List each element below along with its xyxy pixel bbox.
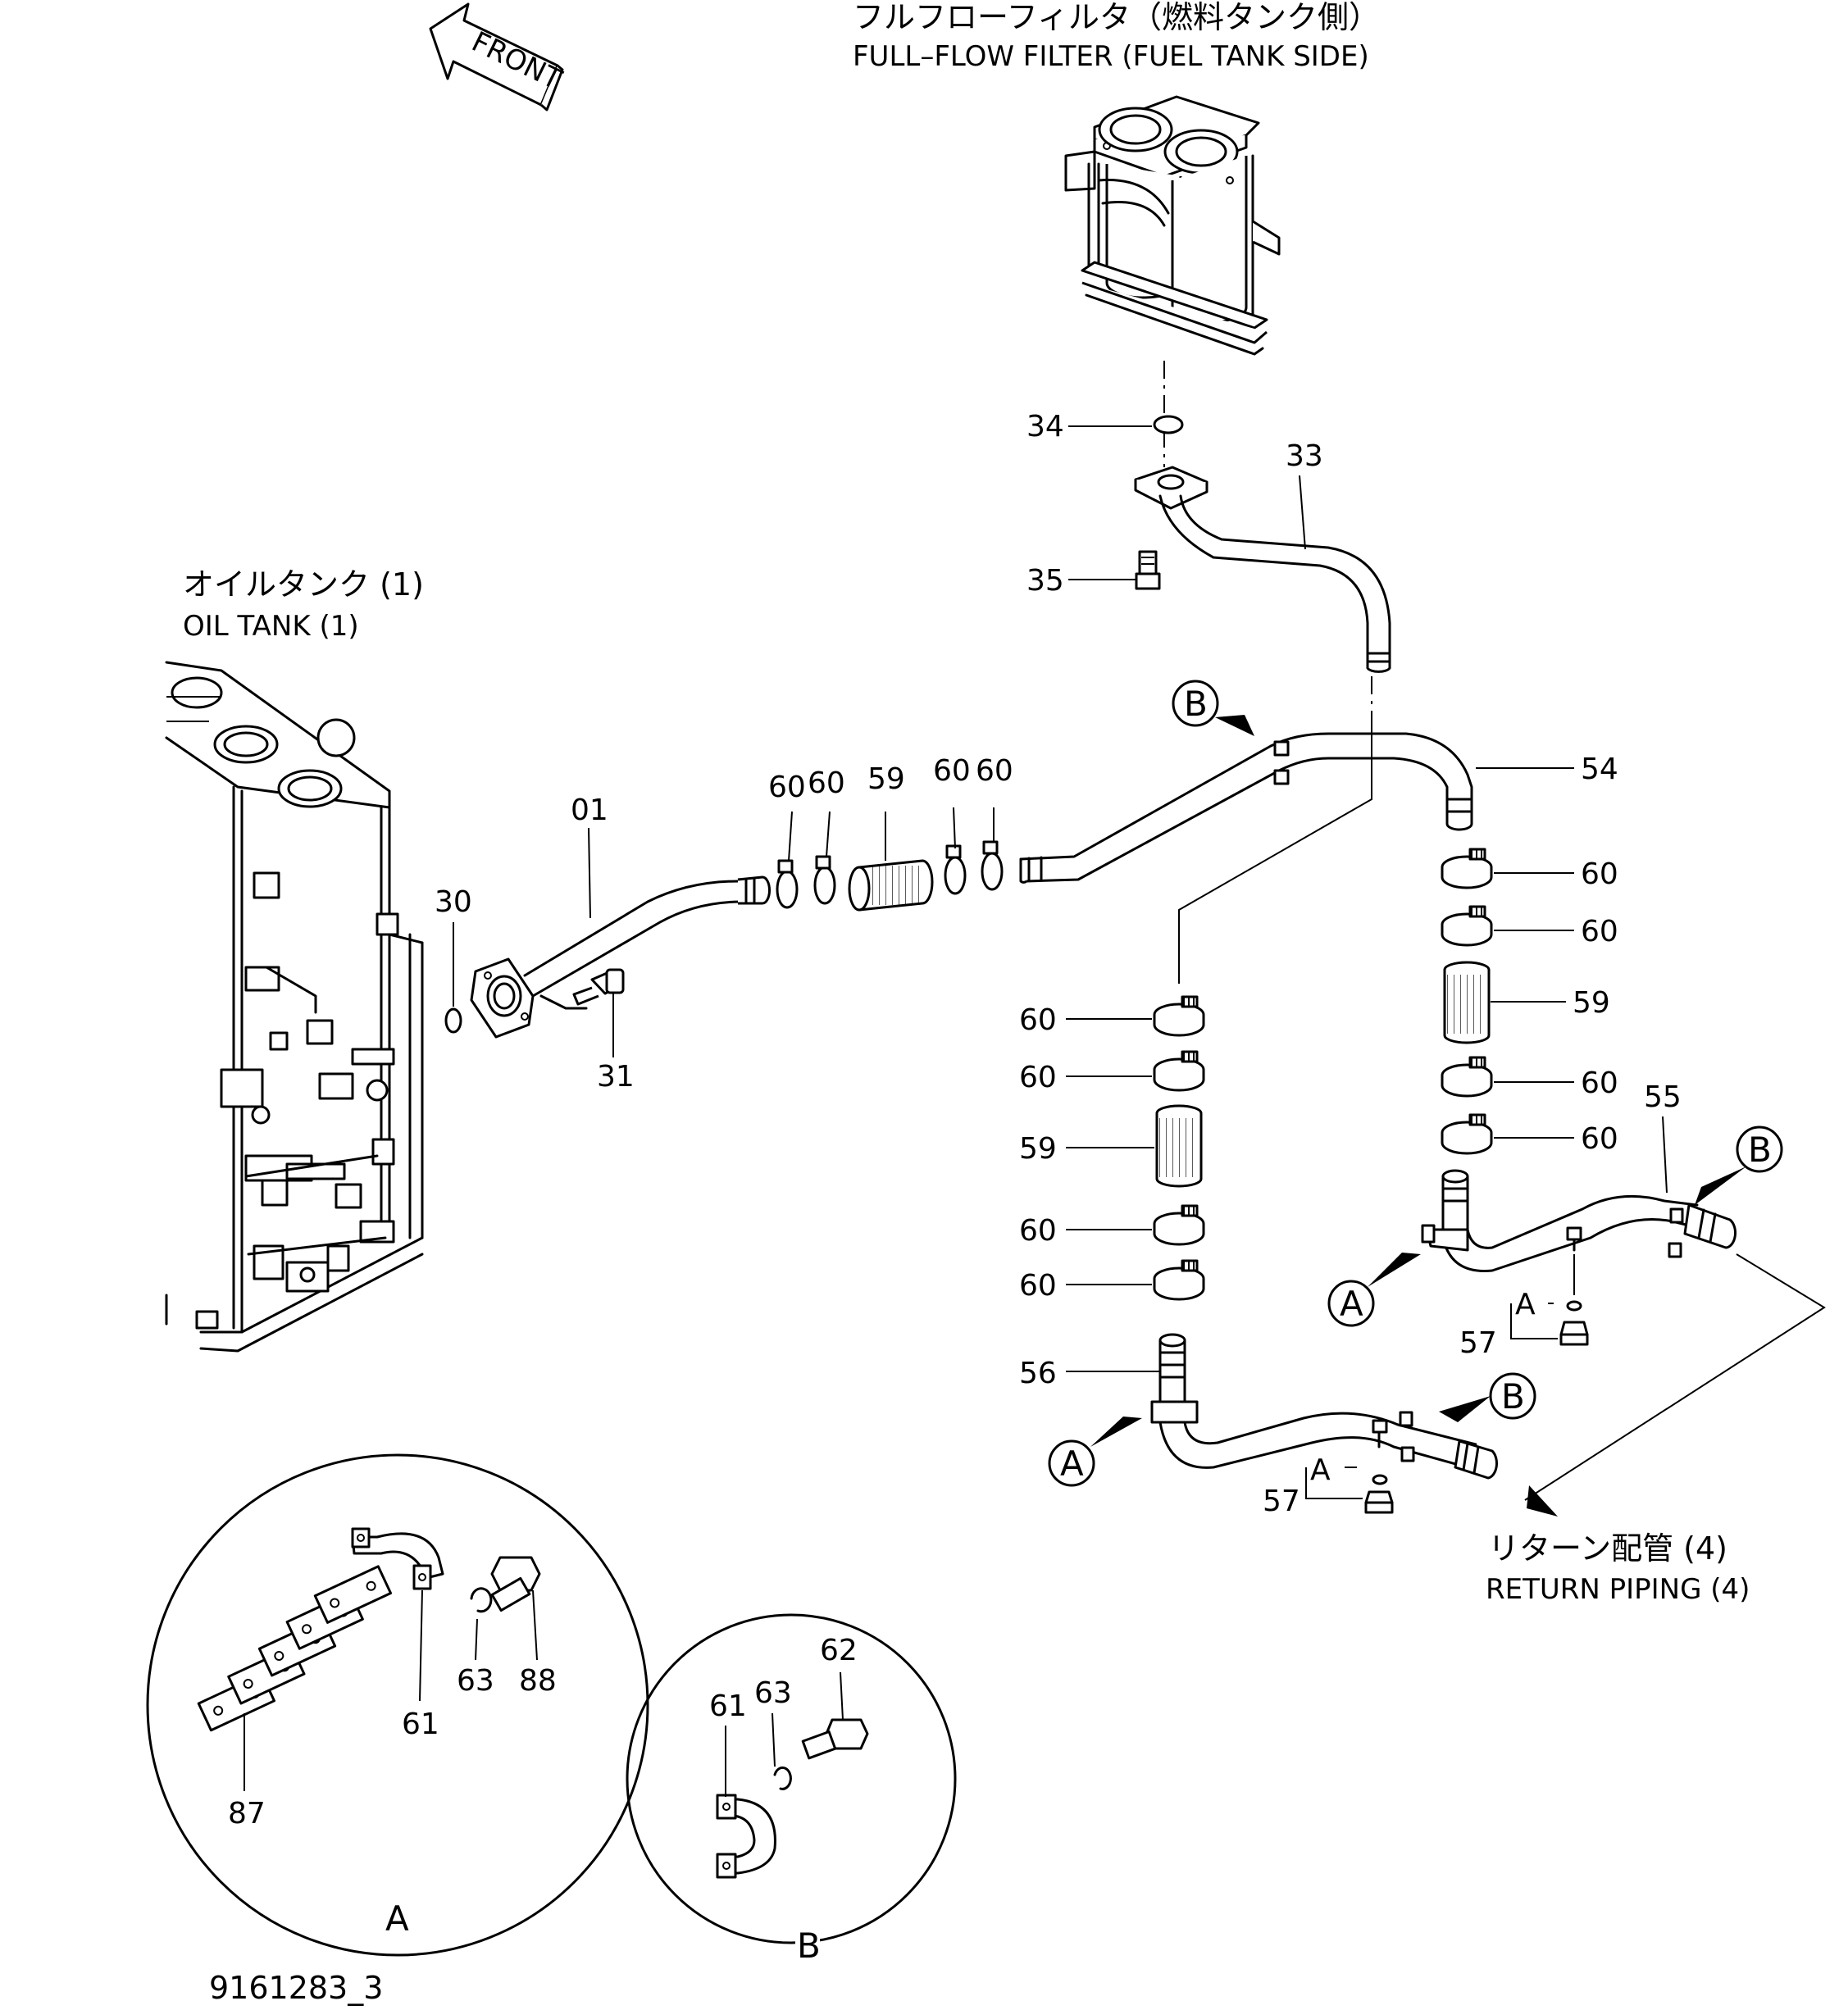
filter-title-en: FULL–FLOW FILTER (FUEL TANK SIDE) (853, 40, 1369, 73)
callout-60-l: 60 (1019, 1269, 1057, 1303)
o-ring-34 (1153, 415, 1184, 434)
detail-b-label: B (797, 1926, 821, 1966)
callout-30: 30 (435, 885, 472, 919)
callout-60-b: 60 (808, 766, 845, 800)
ref-a-bubble-1: A (1327, 1253, 1421, 1327)
detail-a (146, 1453, 649, 1957)
front-arrow: FRONT (429, 2, 567, 111)
callout-54: 54 (1581, 753, 1618, 786)
callout-60-e: 60 (1581, 857, 1618, 891)
callout-60-i: 60 (1019, 1003, 1057, 1037)
callout-34: 34 (1026, 410, 1064, 443)
callout-60-c: 60 (933, 754, 971, 788)
ref-b-bubble-2: B (1695, 1126, 1783, 1205)
callout-60-d: 60 (976, 754, 1013, 788)
pipe-55 (1421, 1169, 1737, 1272)
o-ring-30 (444, 1007, 462, 1034)
callout-61-a: 61 (402, 1708, 439, 1741)
ref-a-label-1: A (1515, 1288, 1536, 1321)
clamp-60-a (776, 859, 799, 909)
clamp-60-d (981, 840, 1004, 891)
ref-b-bubble-3: B (1439, 1372, 1536, 1422)
pipe-01 (470, 875, 772, 1039)
callout-59-c: 59 (1019, 1132, 1057, 1166)
bolt-31 (572, 968, 625, 1006)
callout-60-k: 60 (1019, 1214, 1057, 1248)
callout-60-g: 60 (1581, 1066, 1618, 1100)
callout-60-h: 60 (1581, 1122, 1618, 1156)
ref-a-label-2: A (1310, 1453, 1331, 1487)
clamp-60-c (944, 844, 967, 895)
return-piping-en: RETURN PIPING (4) (1486, 1573, 1750, 1606)
pipe-56 (1150, 1333, 1498, 1480)
callout-61-b: 61 (709, 1689, 747, 1723)
drawing-id: 9161283_3 (209, 1970, 383, 2006)
callout-63-b: 63 (754, 1676, 792, 1710)
oil-tank (165, 661, 424, 1353)
detail-a-label: A (385, 1899, 409, 1939)
svg-text:A: A (1060, 1444, 1084, 1484)
svg-text:A: A (1340, 1284, 1363, 1324)
detail-b (626, 1613, 957, 1962)
callout-59-a: 59 (867, 762, 905, 796)
ref-a-bubble-2: A (1048, 1417, 1142, 1487)
callout-59-b: 59 (1573, 986, 1610, 1020)
callout-60-a: 60 (768, 771, 806, 804)
pipe-54 (1019, 732, 1473, 884)
callout-57-a: 57 (1459, 1326, 1497, 1360)
right-column (1441, 848, 1493, 1155)
callout-31: 31 (597, 1060, 635, 1094)
clamp-60-b (813, 855, 836, 905)
callout-63-a: 63 (457, 1664, 494, 1698)
bolt-35 (1135, 550, 1161, 590)
callout-60-j: 60 (1019, 1061, 1057, 1094)
callout-55: 55 (1644, 1080, 1682, 1114)
svg-text:B: B (1184, 684, 1208, 724)
full-flow-filter (1064, 95, 1281, 356)
bolt-57-b (1364, 1490, 1394, 1514)
oil-tank-title-en: OIL TANK (1) (183, 610, 359, 643)
callout-33: 33 (1286, 439, 1323, 473)
left-column (1153, 995, 1205, 1301)
svg-text:B: B (1748, 1130, 1772, 1170)
pipe-33 (1134, 466, 1391, 673)
callout-56: 56 (1019, 1357, 1057, 1390)
ref-b-bubble-1: B (1172, 680, 1254, 736)
callout-35: 35 (1026, 564, 1064, 598)
svg-text:B: B (1501, 1376, 1525, 1417)
hose-59-a (848, 859, 934, 912)
callout-62: 62 (820, 1634, 858, 1667)
callout-87: 87 (228, 1797, 266, 1830)
oil-tank-title-jp: オイルタンク (1) (183, 566, 424, 603)
bolt-57-a (1559, 1321, 1589, 1346)
filter-title-jp: フルフローフィルタ（燃料タンク側） (853, 0, 1380, 35)
return-piping-jp: リターン配管 (4) (1488, 1530, 1727, 1567)
callout-88: 88 (519, 1664, 557, 1698)
callout-01: 01 (571, 794, 608, 827)
callout-57-b: 57 (1263, 1485, 1300, 1518)
callout-60-f: 60 (1581, 915, 1618, 948)
